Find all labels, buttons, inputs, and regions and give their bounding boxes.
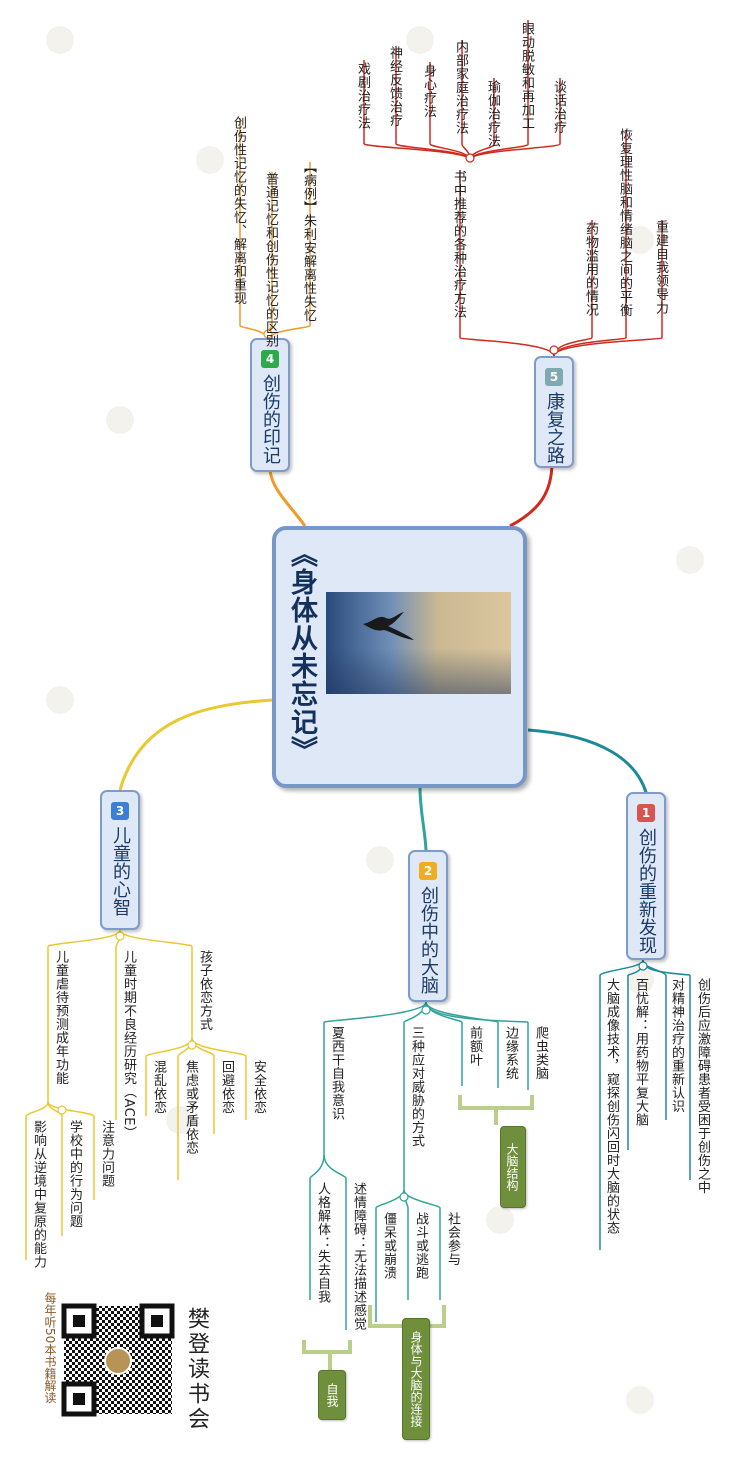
- b5-method-drama: 戏剧治疗法: [354, 62, 370, 130]
- branch-2-badge: 2: [419, 862, 437, 880]
- b1-item-4: 大脑成像技术，窥探创伤闪回时大脑的状态: [603, 978, 619, 1235]
- branch-1-title: 创伤的重新发现: [636, 828, 657, 954]
- branch-4-badge: 4: [261, 350, 279, 368]
- b2-threat-freeze: 僵呆或崩溃: [380, 1212, 396, 1280]
- b5-method-yoga: 瑜伽治疗法: [484, 80, 500, 148]
- branch-4-title: 创伤的印记: [260, 374, 281, 464]
- b5-method-emdr: 眼动脱敏和再加工: [518, 22, 534, 130]
- branch-3-title: 儿童的心智: [110, 826, 131, 916]
- b4-item-case: 【病例】朱利安解离性失忆: [300, 160, 316, 322]
- b5-method-neurofeedback: 神经反馈治疗: [386, 46, 402, 127]
- b3-attach-disorganized: 混乱依恋: [150, 1060, 166, 1114]
- b3-item-abuse: 儿童虐待预测成年功能: [52, 950, 68, 1085]
- b5-item-drug-abuse: 药物滥用的情况: [582, 222, 598, 317]
- branch-5-badge: 5: [545, 368, 563, 386]
- b3-attach-avoidant: 回避依恋: [218, 1060, 234, 1114]
- b3-attach-anxious: 焦虑或矛盾依恋: [182, 1060, 198, 1155]
- book-cover-image: [326, 592, 511, 694]
- b5-item-methods: 书中推荐的各种治疗方法: [450, 170, 466, 319]
- b2-item-limbic: 边缘系统: [502, 1026, 518, 1080]
- b3-abuse-attention: 注意力问题: [98, 1120, 114, 1188]
- branch-5-topic[interactable]: 5 康复之路: [534, 356, 574, 468]
- dancer-silhouette-icon: [363, 612, 414, 640]
- b2-item-self-awareness: 夏西干自我意识: [328, 1026, 344, 1121]
- b1-item-3: 百忧解：用药物平复大脑: [632, 978, 648, 1127]
- b2-self-alexithymia: 述情障碍：无法描述感觉: [350, 1182, 366, 1331]
- b4-item-amnesia: 创伤性记忆的失忆、解离和重现: [230, 116, 246, 305]
- b3-attach-secure: 安全依恋: [250, 1060, 266, 1114]
- b5-item-self-leadership: 重建自我领导力: [652, 220, 668, 315]
- b2-self-depersonalization: 人格解体：失去自我: [314, 1182, 330, 1304]
- branch-1-topic[interactable]: 1 创伤的重新发现: [626, 792, 666, 960]
- branch-2-topic[interactable]: 2 创伤中的大脑: [408, 850, 448, 1002]
- b2-threat-social: 社会参与: [444, 1212, 460, 1266]
- b3-item-attachment: 孩子依恋方式: [196, 950, 212, 1031]
- branch-3-badge: 3: [111, 802, 129, 820]
- qr-logo: [104, 1347, 132, 1375]
- branch-2-title: 创伤中的大脑: [418, 886, 439, 994]
- b2-item-threat-responses: 三种应对威胁的方式: [408, 1026, 424, 1148]
- b3-abuse-resilience: 影响从逆境中复原的能力: [30, 1120, 46, 1269]
- b2-threat-fight: 战斗或逃跑: [412, 1212, 428, 1280]
- summary-self: 自我: [318, 1370, 346, 1420]
- branch-5-title: 康复之路: [544, 392, 565, 464]
- branch-1-badge: 1: [637, 804, 655, 822]
- b5-item-balance: 恢复理性脑和情绪脑之间的平衡: [616, 128, 632, 317]
- summary-brain-structure: 大脑结构: [500, 1126, 526, 1208]
- b1-item-2: 对精神治疗的重新认识: [668, 978, 684, 1113]
- brand-slogan: 每年听50本书籍解读: [43, 1292, 57, 1404]
- summary-body-brain: 身体与大脑的连接: [402, 1318, 430, 1440]
- brand-name: 樊登读书会: [184, 1307, 209, 1432]
- branch-4-topic[interactable]: 4 创伤的印记: [250, 338, 290, 472]
- central-title: 《身体从未忘记》: [286, 540, 317, 764]
- b2-item-reptile-brain: 爬虫类脑: [532, 1026, 548, 1080]
- b5-method-ifs: 内部家庭治疗法: [452, 40, 468, 135]
- b5-method-somatic: 身心疗法: [420, 64, 436, 118]
- b1-item-1: 创伤后应激障碍患者受困于创伤之中: [694, 978, 710, 1194]
- b3-abuse-school: 学校中的行为问题: [66, 1120, 82, 1228]
- b4-item-memory-diff: 普通记忆和创伤性记忆的区别: [262, 172, 278, 348]
- branch-3-topic[interactable]: 3 儿童的心智: [100, 790, 140, 930]
- b2-item-prefrontal: 前额叶: [466, 1026, 482, 1067]
- b3-item-ace: 儿童时期不良经历研究（ACE）: [120, 950, 136, 1140]
- b5-method-talk: 谈话治疗: [550, 80, 566, 134]
